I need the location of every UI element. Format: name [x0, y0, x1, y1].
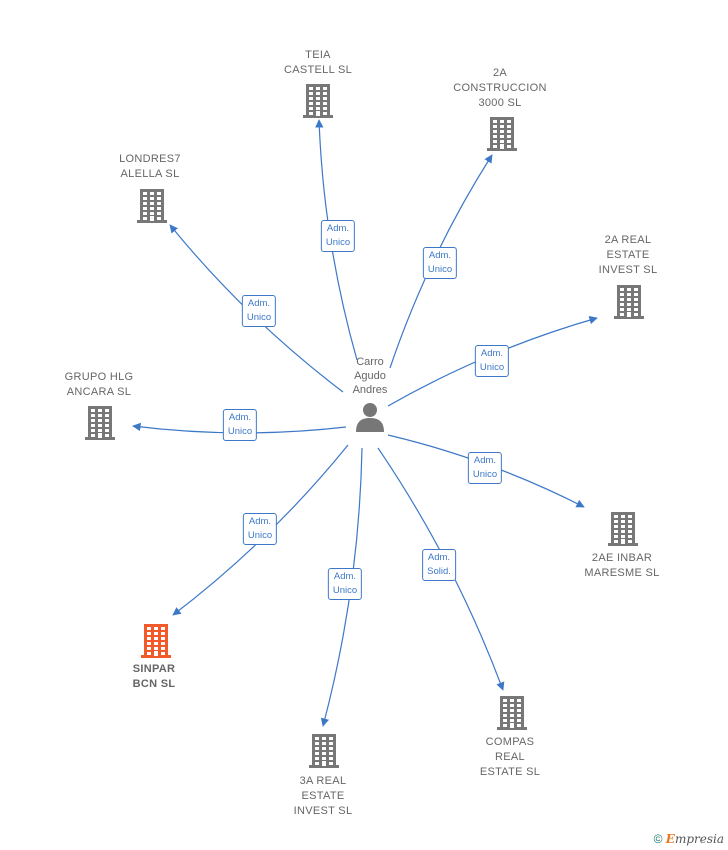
- role-label-2a-construccion[interactable]: Adm. Unico: [422, 247, 458, 279]
- role-label-teia[interactable]: Adm. Unico: [320, 220, 356, 252]
- company-name: GRUPO HLG ANCARA SL: [64, 371, 134, 398]
- company-name: LONDRES7 ALELLA SL: [119, 153, 181, 180]
- company-icon-3a-real-estate[interactable]: [309, 732, 339, 768]
- building-icon: [137, 189, 167, 223]
- company-name: 2A CONSTRUCCION 3000 SL: [453, 67, 547, 109]
- company-node-2a-real-estate[interactable]: 2A REAL ESTATE INVEST SL: [568, 233, 688, 278]
- company-icon-grupo-hlg[interactable]: [85, 404, 115, 440]
- role-label-sinpar[interactable]: Adm. Unico: [242, 513, 278, 545]
- company-name: COMPAS REAL ESTATE SL: [479, 736, 541, 778]
- role-label-2a-real-estate[interactable]: Adm. Unico: [474, 345, 510, 377]
- company-node-2a-construccion[interactable]: 2A CONSTRUCCION 3000 SL: [440, 66, 560, 111]
- role-label-grupo-hlg[interactable]: Adm. Unico: [222, 409, 258, 441]
- building-icon: [608, 512, 638, 546]
- person-name: Carro Agudo Andres: [352, 356, 388, 396]
- company-name: 3A REAL ESTATE INVEST SL: [293, 775, 353, 817]
- person-node[interactable]: Carro Agudo Andres: [320, 355, 420, 433]
- company-node-teia[interactable]: TEIA CASTELL SL: [258, 48, 378, 78]
- company-node-compas[interactable]: COMPAS REAL ESTATE SL: [450, 735, 570, 780]
- building-icon: [85, 406, 115, 440]
- footer-brand: © Empresia: [654, 832, 724, 846]
- person-icon: [356, 403, 384, 432]
- company-name: SINPAR BCN SL: [132, 663, 176, 690]
- role-label-compas[interactable]: Adm. Solid.: [422, 549, 456, 581]
- brand-logo: Empresia: [665, 832, 724, 846]
- company-icon-compas[interactable]: [497, 694, 527, 730]
- company-icon-teia[interactable]: [303, 82, 333, 118]
- role-label-3a-real-estate[interactable]: Adm. Unico: [327, 568, 363, 600]
- building-icon: [303, 84, 333, 118]
- building-icon: [497, 696, 527, 730]
- company-node-2ae-inbar[interactable]: 2AE INBAR MARESME SL: [562, 551, 682, 581]
- company-icon-2a-construccion[interactable]: [487, 115, 517, 151]
- copyright-symbol: ©: [653, 832, 663, 846]
- company-icon-2ae-inbar[interactable]: [608, 510, 638, 546]
- company-icon-2a-real-estate[interactable]: [614, 283, 644, 319]
- company-icon-sinpar[interactable]: [141, 622, 171, 658]
- building-icon: [141, 624, 171, 658]
- role-label-londres7[interactable]: Adm. Unico: [241, 295, 277, 327]
- role-label-2ae-inbar[interactable]: Adm. Unico: [467, 452, 503, 484]
- building-icon: [309, 734, 339, 768]
- company-icon-londres7[interactable]: [137, 187, 167, 223]
- company-node-grupo-hlg[interactable]: GRUPO HLG ANCARA SL: [39, 370, 159, 400]
- company-name: 2AE INBAR MARESME SL: [584, 552, 660, 579]
- company-name: 2A REAL ESTATE INVEST SL: [598, 234, 658, 276]
- building-icon: [614, 285, 644, 319]
- building-icon: [487, 117, 517, 151]
- company-node-sinpar[interactable]: SINPAR BCN SL: [94, 662, 214, 692]
- company-name: TEIA CASTELL SL: [283, 49, 352, 76]
- company-node-londres7[interactable]: LONDRES7 ALELLA SL: [90, 152, 210, 182]
- company-node-3a-real-estate[interactable]: 3A REAL ESTATE INVEST SL: [263, 774, 383, 819]
